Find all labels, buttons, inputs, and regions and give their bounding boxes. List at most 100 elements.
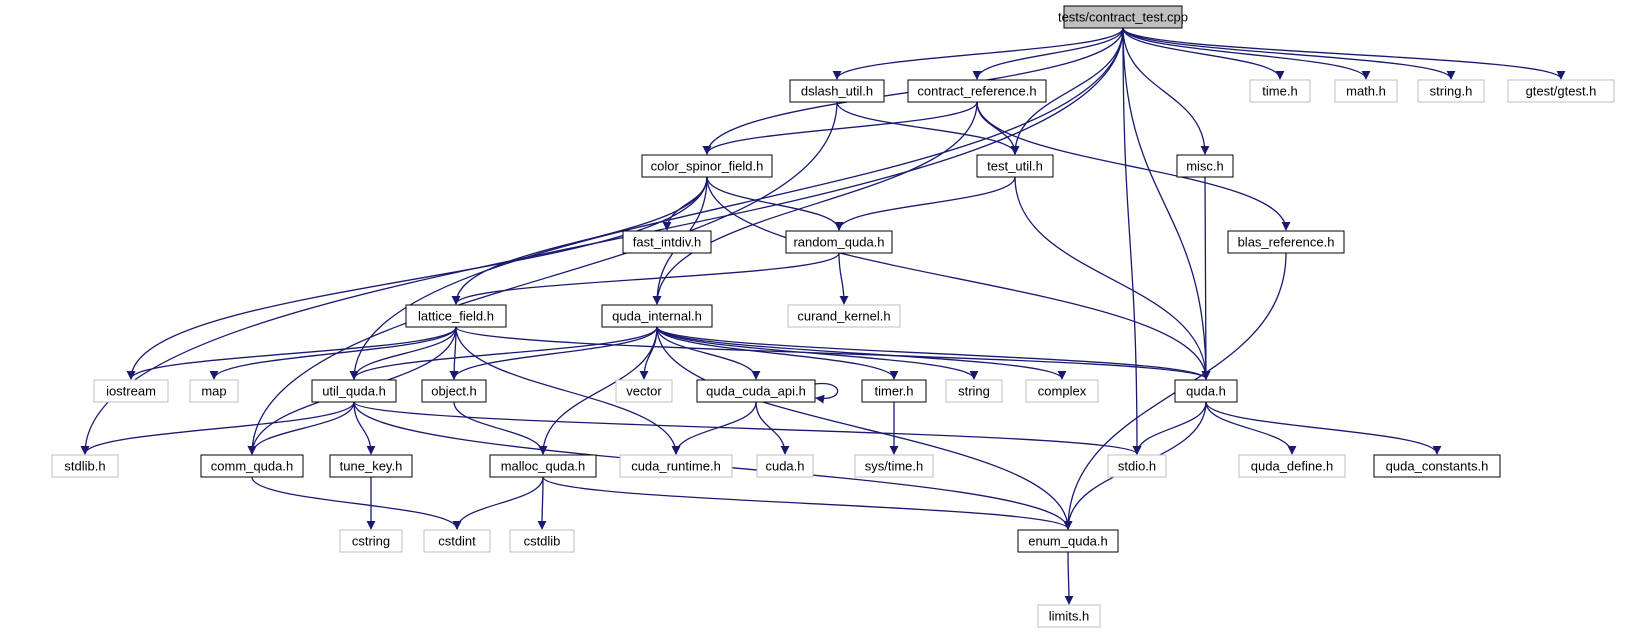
node-label: blas_reference.h xyxy=(1238,235,1335,250)
node-random_quda[interactable]: random_quda.h xyxy=(785,230,893,254)
node-box xyxy=(861,379,927,403)
node-box xyxy=(619,454,733,478)
node-complex: complex xyxy=(1025,379,1099,403)
node-label: object.h xyxy=(431,384,477,399)
edge-contract_reference-to-color_spinor_field xyxy=(702,101,978,155)
node-label: stdlib.h xyxy=(64,459,105,474)
edge-test_util-to-random_quda xyxy=(834,176,1016,231)
node-enum_quda[interactable]: enum_quda.h xyxy=(1017,529,1119,553)
node-cstdint: cstdint xyxy=(423,529,491,553)
node-label: timer.h xyxy=(874,384,913,399)
node-limits: limits.h xyxy=(1037,604,1101,628)
edge-contract_test-to-math_h xyxy=(1122,27,1371,80)
node-string_h: string.h xyxy=(1417,79,1485,103)
node-misc[interactable]: misc.h xyxy=(1176,154,1234,178)
node-gtest: gtest/gtest.h xyxy=(1507,79,1615,103)
node-quda_cuda_api[interactable]: quda_cuda_api.h xyxy=(696,379,816,403)
node-malloc_quda[interactable]: malloc_quda.h xyxy=(489,454,597,478)
edge-comm_quda-to-cstdint xyxy=(251,476,462,530)
edge-contract_reference-to-blas_reference xyxy=(976,101,1291,231)
node-util_quda[interactable]: util_quda.h xyxy=(311,379,397,403)
node-box xyxy=(1227,230,1345,254)
edge-dslash_util-to-test_util xyxy=(836,101,1020,155)
node-label: quda_cuda_api.h xyxy=(706,384,806,399)
node-color_spinor_field[interactable]: color_spinor_field.h xyxy=(641,154,773,178)
node-box xyxy=(1373,454,1501,478)
node-label: tests/contract_test.cpp xyxy=(1058,10,1188,25)
edge-contract_test-to-stdio xyxy=(1122,27,1142,455)
node-label: map xyxy=(201,384,226,399)
node-box xyxy=(200,454,304,478)
node-label: sys/time.h xyxy=(865,459,924,474)
edge-quda_internal-to-string xyxy=(656,326,979,380)
edge-quda-to-quda_define xyxy=(1205,401,1297,455)
edge-malloc_quda-to-cstdlib xyxy=(537,476,547,530)
node-box xyxy=(311,379,397,403)
edge-color_spinor_field-to-iostream xyxy=(126,176,708,380)
node-box xyxy=(329,454,413,478)
node-stdlib: stdlib.h xyxy=(51,454,119,478)
node-label: iostream xyxy=(106,384,156,399)
node-box xyxy=(1176,154,1234,178)
node-box xyxy=(93,379,169,403)
node-label: random_quda.h xyxy=(793,235,884,250)
node-box xyxy=(509,529,575,553)
node-fast_intdiv[interactable]: fast_intdiv.h xyxy=(622,230,712,254)
edge-util_quda-to-stdio xyxy=(353,401,1142,455)
node-test_util[interactable]: test_util.h xyxy=(976,154,1054,178)
node-label: cuda.h xyxy=(765,459,804,474)
node-box xyxy=(1174,379,1238,403)
node-lattice_field[interactable]: lattice_field.h xyxy=(405,304,507,328)
node-box xyxy=(854,454,934,478)
edge-quda-to-quda_constants xyxy=(1205,401,1442,455)
node-label: string.h xyxy=(1430,84,1473,99)
edge-util_quda-to-comm_quda xyxy=(247,401,355,455)
node-box xyxy=(756,454,814,478)
node-label: tune_key.h xyxy=(340,459,403,474)
node-quda_internal[interactable]: quda_internal.h xyxy=(601,304,713,328)
edge-color_spinor_field-to-fast_intdiv xyxy=(662,176,708,231)
edge-quda_cuda_api-to-cuda_runtime xyxy=(671,401,757,455)
node-label: malloc_quda.h xyxy=(501,459,586,474)
node-time_h: time.h xyxy=(1249,79,1311,103)
node-object[interactable]: object.h xyxy=(421,379,487,403)
edge-quda_internal-to-quda_cuda_api xyxy=(656,326,761,380)
node-dslash_util[interactable]: dslash_util.h xyxy=(789,79,885,103)
node-timer[interactable]: timer.h xyxy=(861,379,927,403)
node-label: quda_internal.h xyxy=(612,309,702,324)
edge-dslash_util-to-comm_quda xyxy=(247,101,838,455)
edge-lattice_field-to-iostream xyxy=(126,326,457,380)
node-contract_test[interactable]: tests/contract_test.cpp xyxy=(1058,5,1188,29)
node-box xyxy=(696,379,816,403)
node-box xyxy=(423,529,491,553)
node-box xyxy=(1017,529,1119,553)
edge-lattice_field-to-util_quda xyxy=(349,326,457,380)
node-box xyxy=(1249,79,1311,103)
node-label: lattice_field.h xyxy=(418,309,494,324)
node-tune_key[interactable]: tune_key.h xyxy=(329,454,413,478)
node-label: cstring xyxy=(352,534,390,549)
node-box xyxy=(1063,5,1183,29)
node-quda[interactable]: quda.h xyxy=(1174,379,1238,403)
node-box xyxy=(907,79,1047,103)
node-quda_constants[interactable]: quda_constants.h xyxy=(1373,454,1501,478)
node-blas_reference[interactable]: blas_reference.h xyxy=(1227,230,1345,254)
edge-quda_internal-to-object xyxy=(449,326,658,380)
edge-random_quda-to-lattice_field xyxy=(451,252,840,305)
node-label: complex xyxy=(1038,384,1087,399)
edge-malloc_quda-to-cstdint xyxy=(452,476,544,530)
edge-contract_test-to-quda xyxy=(1122,27,1211,380)
node-cuda_h: cuda.h xyxy=(756,454,814,478)
edge-random_quda-to-curand_kernel xyxy=(838,252,849,305)
edge-color_spinor_field-to-quda xyxy=(706,176,1211,380)
node-contract_reference[interactable]: contract_reference.h xyxy=(907,79,1047,103)
edge-quda_internal-to-quda xyxy=(656,326,1211,380)
node-box xyxy=(641,154,773,178)
node-label: time.h xyxy=(1262,84,1297,99)
edge-color_spinor_field-to-lattice_field xyxy=(451,176,708,305)
node-comm_quda[interactable]: comm_quda.h xyxy=(200,454,304,478)
node-box xyxy=(1025,379,1099,403)
node-box xyxy=(1334,79,1398,103)
node-vector: vector xyxy=(615,379,673,403)
